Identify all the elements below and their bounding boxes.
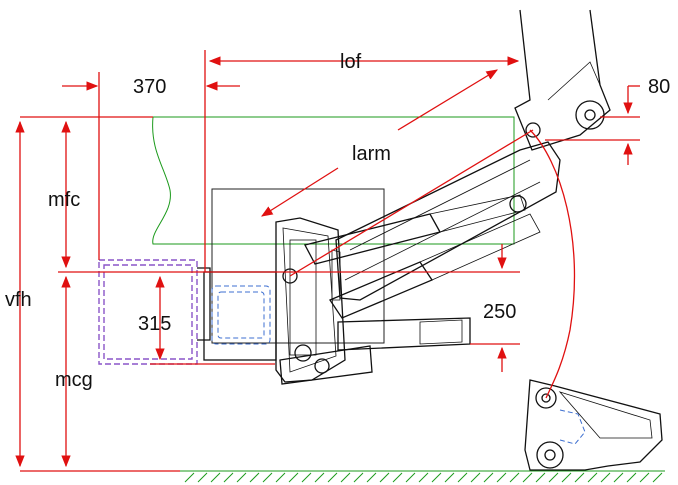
ground-hatch-mark <box>197 472 208 483</box>
ground-hatch-mark <box>327 472 338 483</box>
counterweight-box <box>98 259 198 365</box>
ground-hatch-mark <box>626 472 637 483</box>
ground-hatch-mark <box>366 472 377 483</box>
ground-hatch-mark <box>340 472 351 483</box>
mfc-label: mfc <box>48 189 80 211</box>
ground-hatch-mark <box>353 472 364 483</box>
ground-hatch-mark <box>613 472 624 483</box>
d80-label: 80 <box>648 76 670 98</box>
larm-leader-right <box>397 69 499 131</box>
ground-hatch-mark <box>262 472 273 483</box>
ground-line <box>180 470 665 483</box>
hydraulic-cylinder-lower <box>329 213 541 319</box>
hydraulic-cylinder-upper <box>304 194 527 265</box>
ground-hatch-mark <box>236 472 247 483</box>
lof-label: lof <box>340 51 362 73</box>
d250-label: 250 <box>483 301 516 323</box>
ground-hatch-mark <box>483 472 494 483</box>
d370-label: 370 <box>133 76 166 98</box>
larm-pin-line <box>289 129 534 277</box>
ground-hatch-mark <box>444 472 455 483</box>
ground-hatch-mark <box>457 472 468 483</box>
ground-hatch-mark <box>392 472 403 483</box>
bucket-ground-position <box>524 379 663 471</box>
ground-hatch-mark <box>600 472 611 483</box>
larm-leader-left <box>261 167 339 217</box>
ground-hatch-mark <box>587 472 598 483</box>
mast-frame <box>275 217 373 385</box>
ground-hatch-mark <box>522 472 533 483</box>
ground-hatch-mark <box>535 472 546 483</box>
ground-hatch-mark <box>548 472 559 483</box>
ground-hatch-mark <box>431 472 442 483</box>
mcg-label: mcg <box>55 369 93 391</box>
load-outline <box>152 116 515 245</box>
ground-hatch-mark <box>184 472 195 483</box>
ground-hatch-mark <box>275 472 286 483</box>
attachment-body <box>197 267 277 361</box>
ground-hatch-mark <box>288 472 299 483</box>
ground-hatch-mark <box>470 472 481 483</box>
ground-hatch-mark <box>561 472 572 483</box>
vfh-label: vfh <box>5 289 32 311</box>
ground-hatch-mark <box>639 472 650 483</box>
lower-arm <box>337 317 471 351</box>
ground-hatch-mark <box>249 472 260 483</box>
ground-hatch-mark <box>379 472 390 483</box>
boom-swing-arc <box>529 129 576 399</box>
ground-hatch-mark <box>210 472 221 483</box>
ground-hatch-mark <box>314 472 325 483</box>
ground-hatch-mark <box>652 472 663 483</box>
d315-label: 315 <box>138 313 171 335</box>
boom-arm <box>335 141 561 301</box>
loader-upper-arm <box>514 9 611 151</box>
ground-hatch-mark <box>496 472 507 483</box>
ground-hatch-mark <box>418 472 429 483</box>
larm-label: larm <box>352 143 391 165</box>
ground-hatch-mark <box>574 472 585 483</box>
ground-hatch-mark <box>405 472 416 483</box>
ground-hatch-mark <box>301 472 312 483</box>
ground-hatch-mark <box>509 472 520 483</box>
ground-hatch-mark <box>223 472 234 483</box>
mast-backplate <box>211 188 385 344</box>
